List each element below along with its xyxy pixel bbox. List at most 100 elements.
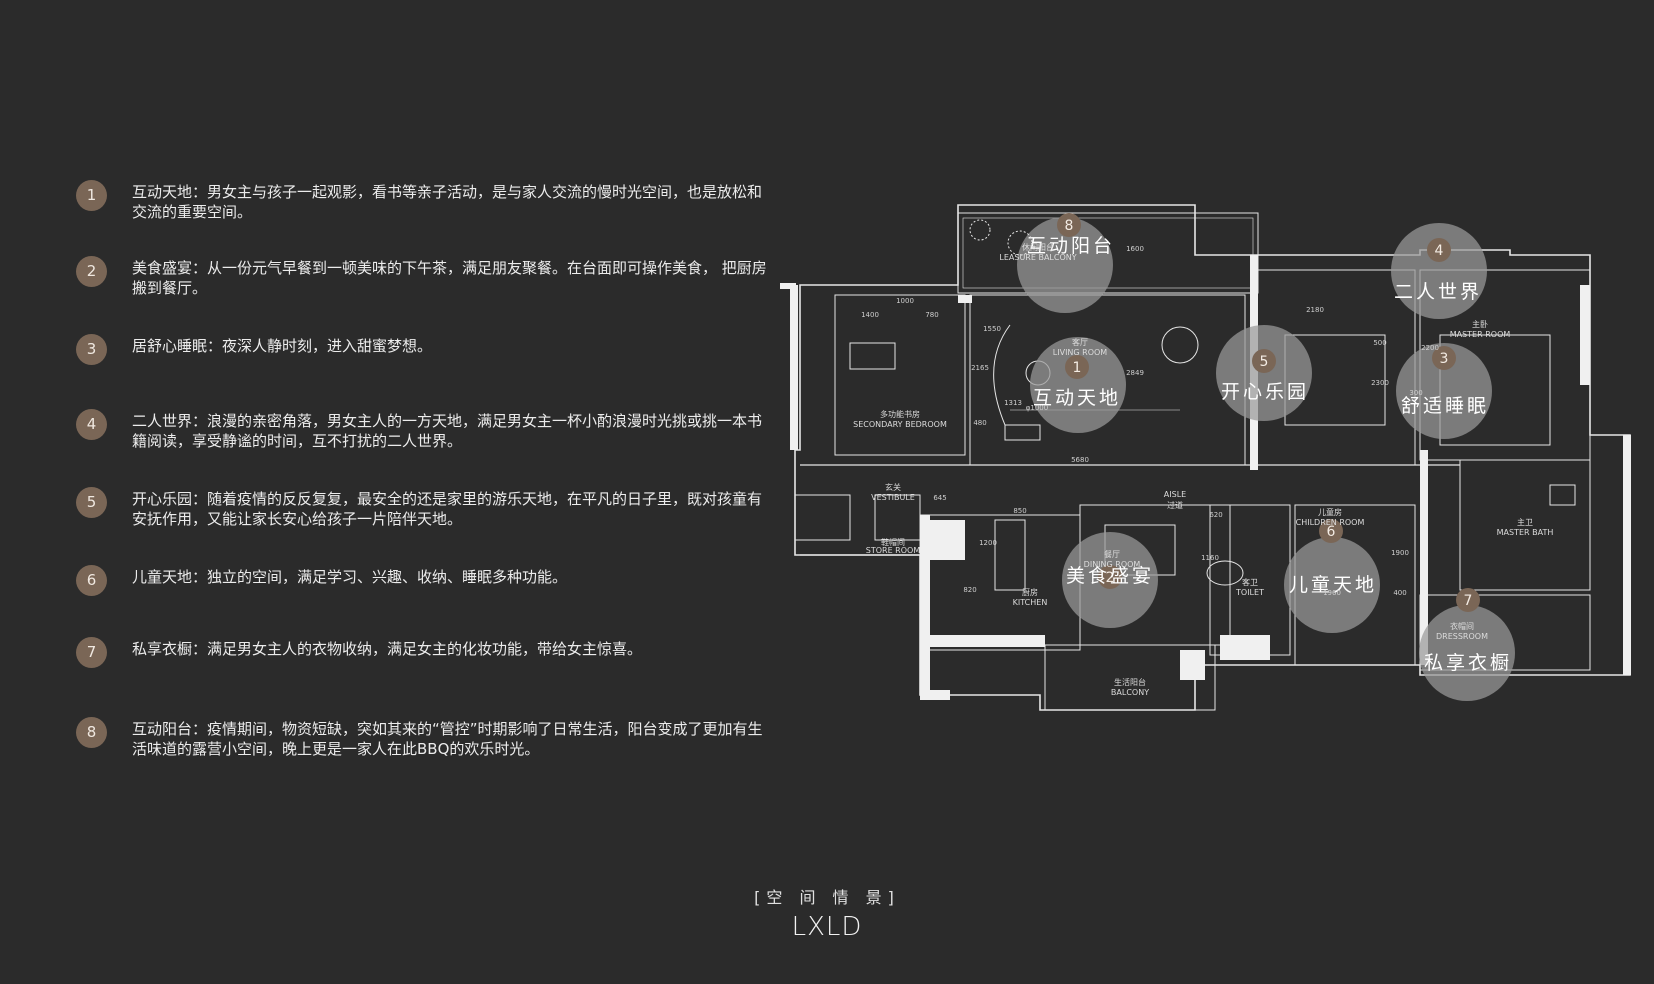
room-name-cn: 生活阳台 (1114, 677, 1146, 687)
room-name-en: LEASURE BALCONY (999, 253, 1076, 262)
legend-description: 二人世界：浪漫的亲密角落，男女主人的一方天地，满足男女主一杯小酌浪漫时光挑或挑一… (132, 412, 763, 450)
legend-number-badge: 6 (76, 565, 107, 596)
zone-badge (1065, 355, 1089, 379)
zone-badge (1319, 519, 1343, 543)
room-name-cn: 玄关 (885, 482, 901, 492)
zone-label: 私享衣橱 (1424, 652, 1512, 674)
plant-icon (969, 219, 1033, 256)
dimension-label: 2200 (1421, 344, 1439, 352)
zone-circle-couple-world (1391, 223, 1487, 319)
dimension-label: 1313 (1004, 399, 1022, 407)
room-name-en: LIVING ROOM (1053, 348, 1108, 357)
zone-badge (1427, 238, 1451, 262)
room-name-en: MASTER BATH (1497, 528, 1554, 537)
legend-description: 私享衣橱：满足男女主人的衣物收纳，满足女主的化妆功能，带给女主惊喜。 (132, 640, 643, 658)
legend-number-badge: 3 (76, 334, 107, 365)
dimension-label: 2849 (1126, 369, 1144, 377)
room-name-cn: 鞋帽间 (881, 537, 905, 547)
zone-label: 开心乐园 (1221, 381, 1309, 403)
legend-description: 开心乐园：随着疫情的反反复复，最安全的还是家里的游乐天地，在平凡的日子里，既对孩… (132, 490, 763, 528)
room-name-en: SECONDARY BEDROOM (853, 420, 947, 429)
dimension-label: 1160 (1201, 554, 1219, 562)
zone-label: 儿童天地 (1289, 574, 1377, 596)
room-name-cn: 主卫 (1517, 517, 1533, 527)
zone-label: 互动阳台 (1027, 235, 1115, 257)
room-name-en: DINING ROOM (1084, 560, 1141, 569)
dimension-label: 1400 (861, 311, 879, 319)
legend-number-badge: 8 (76, 717, 107, 748)
dimension-label: 820 (963, 586, 976, 594)
zone-circle-interactive-living (1030, 337, 1126, 433)
dimension-label: 850 (1013, 507, 1026, 515)
legend-description: 儿童天地：独立的空间，满足学习、兴趣、收纳、睡眠多种功能。 (132, 568, 568, 586)
room-outline-master-bath (1459, 459, 1591, 591)
room-name-en: AISLE (1164, 490, 1186, 499)
room-name-en: CHILDREN ROOM (1296, 518, 1365, 527)
legend-number-badge: 7 (76, 637, 107, 668)
room-name-en: MASTER ROOM (1450, 330, 1511, 339)
room-name-cn: 衣帽间 (1450, 621, 1474, 631)
dimension-label: 1000 (896, 297, 914, 305)
room-outline-secondary-bedroom (834, 294, 966, 456)
section-caption: [空 间 情 景] (754, 888, 900, 907)
zone-badge (1098, 565, 1122, 589)
scenario-legend: 1 互动天地：男女主与孩子一起观影，看书等亲子活动，是与家人交流的慢时光空间，也… (0, 0, 800, 984)
zone-badge (1057, 213, 1081, 237)
room-name-cn: 主卧 (1472, 319, 1488, 329)
dimension-label: φ1000 (1026, 404, 1048, 412)
dimension-label: 1550 (983, 325, 1001, 333)
zone-number: 1 (1073, 360, 1082, 376)
zone-number: 4 (1435, 243, 1444, 259)
zone-number: 8 (1065, 218, 1074, 234)
room-name-cn: 餐厅 (1104, 550, 1120, 559)
room-name-en: DRESSROOM (1436, 632, 1488, 641)
zone-circle-comfortable-sleep (1396, 343, 1492, 439)
legend-description: 居舒心睡眠：夜深人静时刻，进入甜蜜梦想。 (132, 337, 433, 355)
room-name-cn: 厨房 (1022, 587, 1038, 597)
brand-logo: LXLD (791, 912, 863, 942)
zone-badge (1432, 346, 1456, 370)
room-name-cn: 休闲阳台 (1022, 242, 1054, 252)
dimension-label: 645 (933, 494, 946, 502)
legend-number-badge: 2 (76, 256, 107, 287)
legend-number-badge: 1 (76, 180, 107, 211)
floor-plan: 8 1 5 4 3 2 6 7 互动阳台 互动天地 开心乐园 二人世界 舒适睡眠… (780, 204, 1631, 711)
dimension-label: 2180 (1306, 306, 1324, 314)
room-name-cn: 客卫 (1242, 577, 1258, 587)
zone-circle-interactive-balcony (1017, 217, 1113, 313)
dimension-label: 500 (1373, 339, 1386, 347)
zone-number: 5 (1260, 354, 1269, 370)
dimension-label: 300 (1409, 389, 1422, 397)
legend-description: 美食盛宴：从一份元气早餐到一顿美味的下午茶，满足朋友聚餐。在台面即可操作美食， … (132, 259, 767, 297)
room-outline-store-room (794, 494, 851, 541)
room-name-en: VESTIBULE (871, 493, 915, 502)
room-name-en: KITCHEN (1013, 598, 1048, 607)
zone-circle-private-wardrobe (1419, 605, 1515, 701)
zone-number: 2 (1106, 570, 1115, 586)
room-name-en: TOILET (1235, 588, 1264, 597)
legend-description: 互动天地：男女主与孩子一起观影，看书等亲子活动，是与家人交流的慢时光空间，也是放… (132, 183, 763, 221)
dimension-label: 2300 (1371, 379, 1389, 387)
room-name-en: STORE ROOM (866, 546, 921, 555)
dimension-label: 1200 (979, 539, 997, 547)
dimension-label: 2165 (971, 364, 989, 372)
room-name-cn: 过道 (1167, 500, 1183, 510)
dimension-label: 480 (973, 419, 986, 427)
zone-number: 6 (1327, 524, 1336, 540)
room-name-cn: 客厅 (1072, 337, 1088, 347)
dimension-label: 5680 (1071, 456, 1089, 464)
dimension-label: 1600 (1126, 245, 1144, 253)
dimension-label: 1900 (1391, 549, 1409, 557)
zone-badge (1456, 588, 1480, 612)
legend-description: 互动阳台：疫情期间，物资短缺，突如其来的“管控”时期影响了日常生活，阳台变成了更… (132, 720, 763, 758)
zone-badge (1252, 349, 1276, 373)
room-name-en: BALCONY (1111, 688, 1149, 697)
zone-label: 互动天地 (1033, 387, 1121, 409)
room-name-cn: 儿童房 (1318, 507, 1342, 517)
legend-number-badge: 4 (76, 409, 107, 440)
dimension-label: 620 (1209, 511, 1222, 519)
zone-label: 舒适睡眠 (1401, 395, 1489, 417)
dimension-label: 400 (1393, 589, 1406, 597)
room-name-cn: 多功能书房 (880, 409, 920, 419)
zone-number: 7 (1464, 593, 1473, 609)
